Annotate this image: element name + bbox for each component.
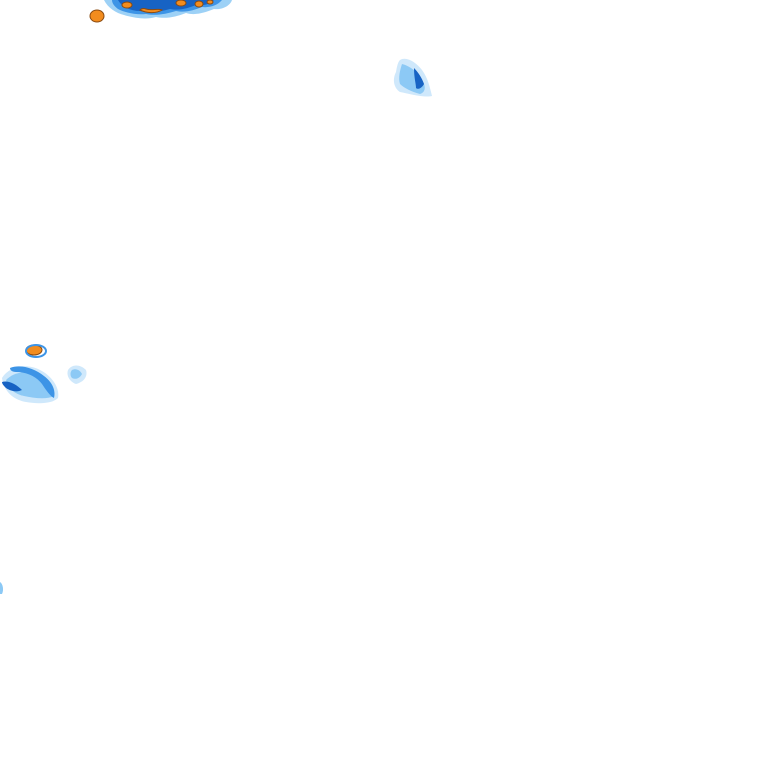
echo-heavy-cell (139, 8, 163, 14)
echo-heavy-cell (175, 0, 187, 7)
echo-moderate-area (10, 366, 55, 398)
echo-light-area (0, 582, 4, 594)
echo-light-area (70, 369, 82, 379)
echo-heavy-cell (121, 1, 133, 9)
echo-moderate-area (25, 344, 47, 358)
echo-top-center-patch (393, 58, 432, 97)
echo-heavy-cell (206, 0, 214, 5)
echo-left-middle-small-patch (67, 365, 87, 384)
echo-left-edge-speck (0, 582, 4, 594)
echo-strong-area (414, 68, 424, 89)
echo-heavy-cell (89, 9, 105, 23)
echo-left-middle-cluster (2, 344, 59, 404)
echo-top-left-cluster (89, 0, 232, 23)
echo-heavy-cell (194, 0, 204, 8)
echo-strong-area (2, 381, 22, 392)
